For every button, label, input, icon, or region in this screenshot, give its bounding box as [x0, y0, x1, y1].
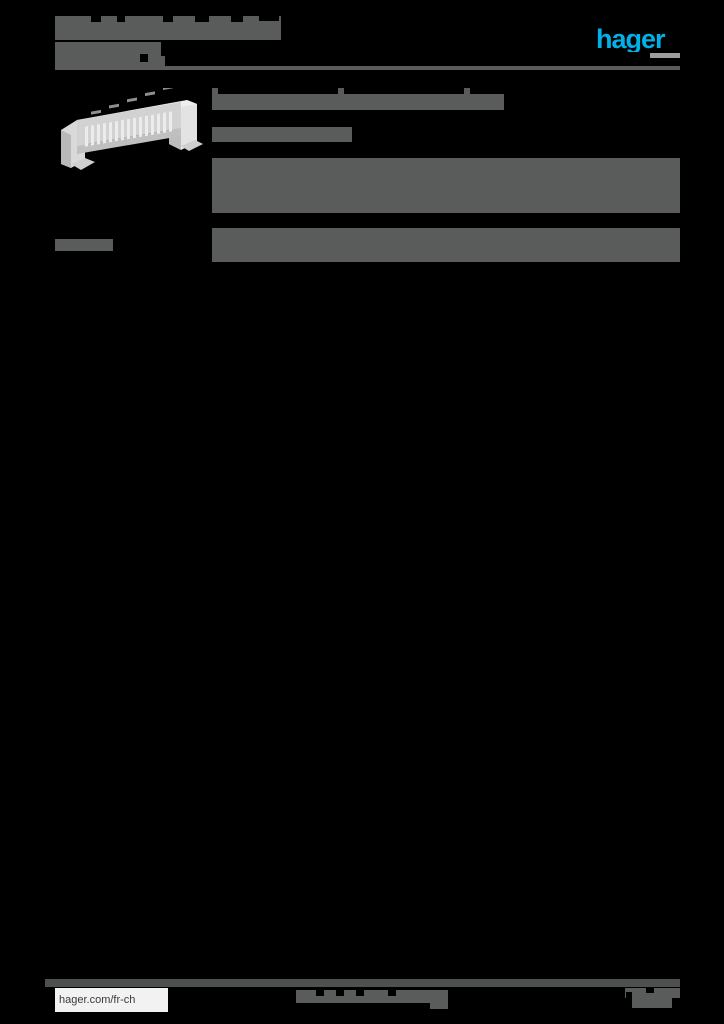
footer-notch [626, 992, 632, 998]
hager-logo: hager [596, 26, 666, 52]
footer-notch [336, 990, 344, 996]
footer-right-text-2 [632, 998, 672, 1008]
description-notch [212, 88, 218, 95]
specification-block-2 [212, 228, 680, 262]
title-notch [231, 16, 243, 22]
specification-block-1 [212, 158, 680, 213]
description-notch [464, 88, 470, 95]
footer-notch [388, 990, 396, 996]
product-description-line-2 [212, 127, 352, 142]
footer-notch [646, 988, 654, 993]
row-label [55, 239, 113, 251]
title-notch [163, 16, 173, 22]
footer-url-link[interactable]: hager.com/fr-ch [55, 988, 168, 1012]
footer-right-text [625, 988, 680, 998]
title-notch [140, 54, 148, 62]
footer-notch [316, 990, 324, 996]
title-notch [117, 16, 125, 22]
title-notch [161, 42, 165, 56]
footer-center-text [296, 990, 448, 1003]
hager-logo-underline [650, 53, 680, 58]
title-notch [91, 16, 101, 22]
page-title-line-2 [55, 42, 165, 66]
product-image [55, 88, 205, 180]
description-notch [338, 88, 344, 95]
footer-notch [356, 990, 364, 996]
title-notch [195, 16, 209, 22]
header-divider [55, 66, 680, 70]
footer-divider [45, 979, 680, 987]
product-description-line-1 [212, 94, 504, 110]
footer-center-text-tail [430, 1000, 448, 1009]
title-notch [259, 16, 279, 21]
